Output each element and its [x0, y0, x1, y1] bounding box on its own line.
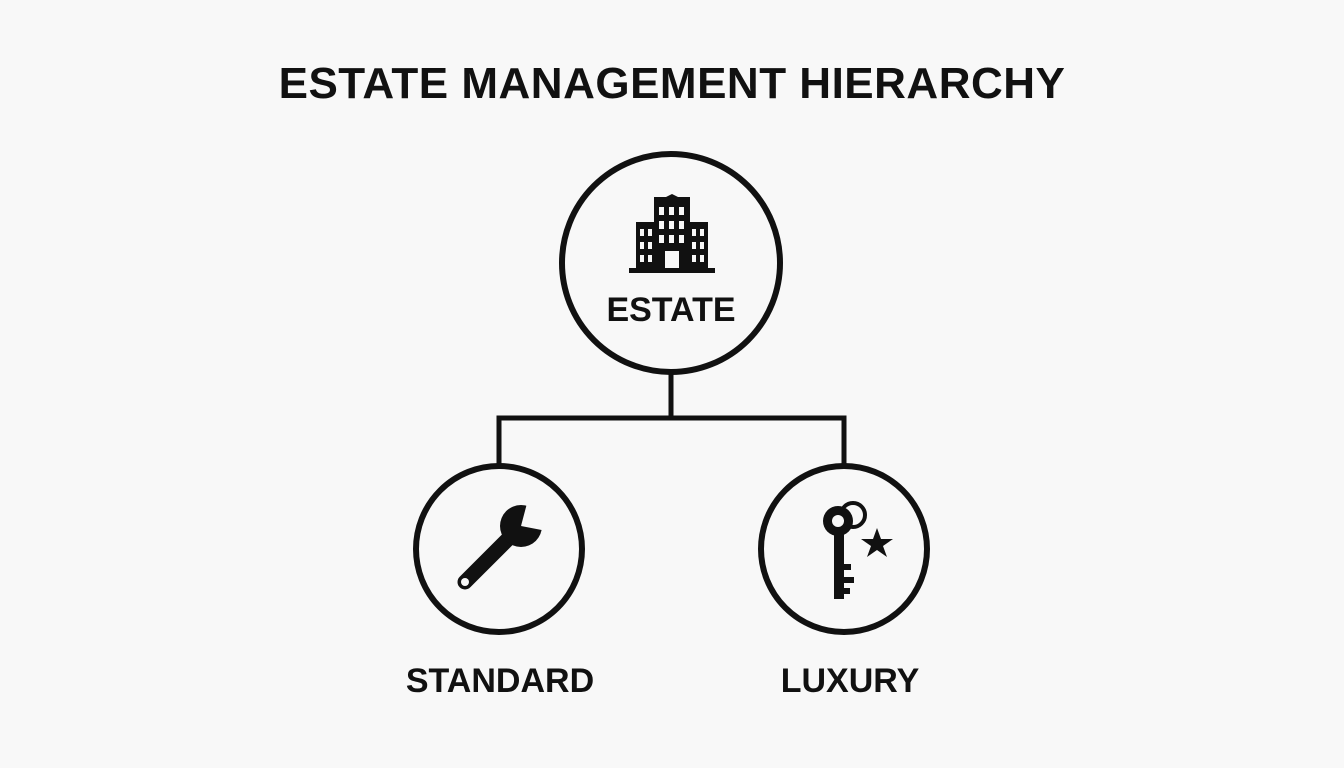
node-luxury-label: LUXURY — [781, 662, 920, 700]
diagram-title: ESTATE MANAGEMENT HIERARCHY — [278, 59, 1066, 108]
node-standard[interactable]: STANDARD — [406, 463, 594, 700]
node-standard-label: STANDARD — [406, 662, 594, 700]
node-estate[interactable]: ESTATE — [559, 151, 783, 375]
building-icon — [629, 194, 715, 273]
key-star-icon — [823, 501, 893, 599]
connector-lines — [496, 370, 847, 469]
node-luxury[interactable]: LUXURY — [758, 463, 930, 700]
wrench-icon — [457, 492, 552, 590]
node-estate-label: ESTATE — [606, 291, 735, 329]
